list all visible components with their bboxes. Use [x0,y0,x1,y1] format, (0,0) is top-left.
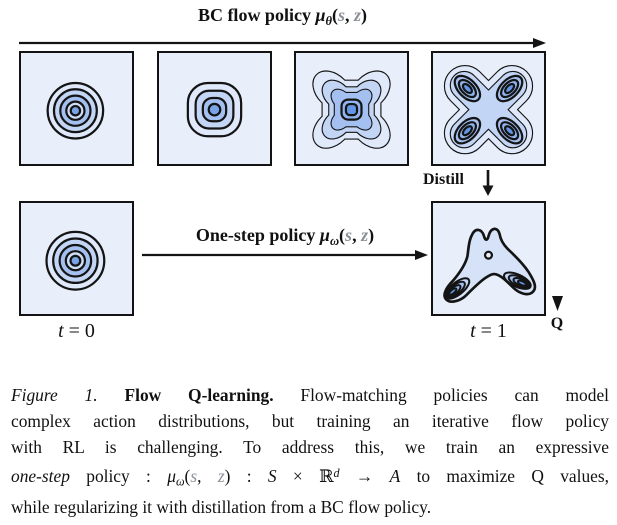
one-step-arrow-icon [142,250,428,260]
bc-flow-text: BC flow policy [197,5,316,25]
real-space-symbol: ℝ [319,465,334,486]
density-panel-step3 [294,51,409,166]
bc-flow-arrow-icon [19,38,546,48]
figure-title: Flow Q-learning. [124,385,274,405]
density-panel-step2 [157,51,272,166]
bc-flow-policy-label: BC flow policy μθ(s, z) [197,5,368,28]
caption-line-4: one-step policy : μω(s, z) : S × ℝd → A … [11,465,609,489]
state-var: s [338,5,346,25]
theta-subscript: θ [325,13,333,28]
density-panel-step4 [431,51,546,166]
figure-number: Figure 1. [11,385,98,405]
caption-line-5: while regularizing it with distillation … [11,497,432,518]
density-panel-step1 [19,51,134,166]
t0-label: t = 0 [58,320,95,342]
distill-label: Distill [423,171,464,188]
noise-var: z [354,5,362,25]
distill-arrow-icon [482,170,494,196]
caption-line-1: Figure 1. Flow Q-learning. Flow-matching… [11,385,609,405]
one-step-text: One-step policy [195,225,320,245]
mu-symbol: μ [315,5,326,25]
density-panel-one-step-result [431,201,546,316]
q-arrow-icon [552,202,563,311]
t1-label: t = 1 [470,320,507,342]
q-label: Q [550,315,564,332]
density-panel-t0 [19,201,134,316]
caption-line-3: with RL is challenging. To address this,… [11,436,609,457]
noise-var: z [361,225,369,245]
state-var: s [345,225,353,245]
state-space-symbol: S [267,465,277,486]
caption-line-2: complex action distributions, but traini… [11,410,609,431]
mu-symbol: μ [319,225,330,245]
figure-caption: Figure 1. Flow Q-learning. Flow-matching… [11,383,609,521]
action-space-symbol: A [389,465,401,486]
omega-subscript: ω [329,233,340,248]
one-step-policy-label: One-step policy μω(s, z) [195,225,375,248]
